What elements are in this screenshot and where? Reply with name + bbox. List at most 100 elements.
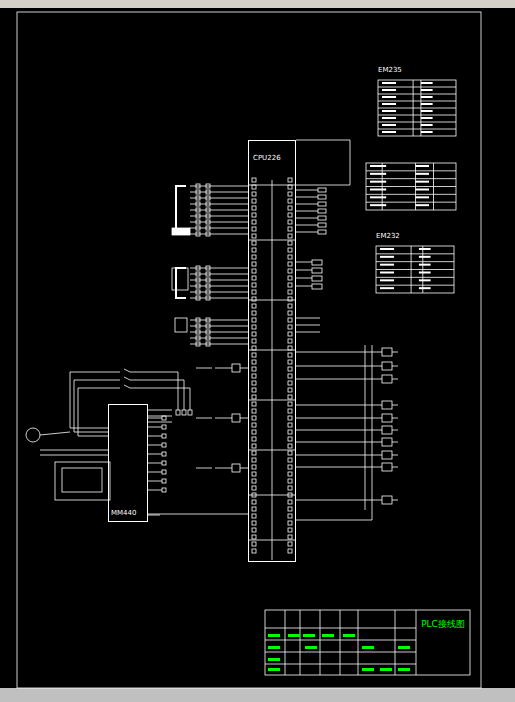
power-line bbox=[178, 372, 179, 410]
terminal bbox=[252, 262, 256, 266]
wire bbox=[40, 455, 108, 456]
terminal bbox=[288, 339, 292, 343]
wire bbox=[392, 352, 398, 353]
breaker-contact bbox=[124, 369, 130, 372]
parameter-table bbox=[366, 163, 456, 210]
table-line bbox=[366, 170, 456, 171]
table-cell-fill bbox=[416, 181, 430, 183]
terminal bbox=[288, 437, 292, 441]
table-cell-fill bbox=[416, 165, 430, 167]
output-device bbox=[382, 463, 392, 471]
breaker-contact bbox=[124, 385, 130, 388]
title-block-entry bbox=[268, 658, 280, 661]
terminal bbox=[288, 262, 292, 266]
terminal bbox=[252, 290, 256, 294]
terminal bbox=[288, 297, 292, 301]
switch-symbol bbox=[172, 228, 190, 235]
output-device bbox=[382, 451, 392, 459]
terminal bbox=[196, 232, 200, 236]
terminal bbox=[196, 214, 200, 218]
terminal bbox=[196, 196, 200, 200]
input-wire bbox=[190, 274, 248, 275]
motor-line bbox=[40, 432, 70, 435]
brake-resistor bbox=[62, 468, 102, 492]
terminal bbox=[318, 216, 326, 220]
sensor-box bbox=[232, 364, 240, 372]
terminal bbox=[206, 324, 210, 328]
table-cell-fill bbox=[382, 124, 396, 126]
terminal bbox=[206, 342, 210, 346]
module-table: EM232 bbox=[374, 232, 456, 244]
terminal bbox=[252, 360, 256, 364]
terminal bbox=[288, 402, 292, 406]
common-wire bbox=[372, 345, 373, 510]
terminal bbox=[196, 266, 200, 270]
terminal bbox=[288, 381, 292, 385]
terminal bbox=[288, 367, 292, 371]
terminal bbox=[288, 276, 292, 280]
wire bbox=[296, 286, 312, 287]
terminal bbox=[288, 444, 292, 448]
terminal bbox=[252, 486, 256, 490]
title-line bbox=[265, 652, 416, 653]
wire bbox=[296, 218, 318, 219]
terminal bbox=[252, 283, 256, 287]
terminal bbox=[252, 444, 256, 448]
terminal bbox=[312, 284, 322, 289]
terminal bbox=[312, 268, 322, 273]
wire bbox=[296, 325, 320, 326]
input-wire bbox=[190, 268, 248, 269]
table-cell-fill bbox=[380, 248, 394, 250]
power-line bbox=[190, 388, 191, 410]
table-line bbox=[378, 129, 456, 130]
motor-symbol bbox=[26, 428, 40, 442]
input-wire bbox=[190, 280, 248, 281]
table-cell-fill bbox=[419, 248, 431, 250]
output-device bbox=[382, 438, 392, 446]
table-line bbox=[378, 94, 456, 95]
wire bbox=[215, 418, 232, 419]
table-cell-fill bbox=[382, 89, 396, 91]
table-cell-fill bbox=[370, 204, 386, 206]
terminal bbox=[252, 528, 256, 532]
title-block bbox=[265, 610, 470, 675]
terminal bbox=[252, 192, 256, 196]
terminal bbox=[288, 227, 292, 231]
wire bbox=[296, 332, 320, 333]
terminal bbox=[206, 290, 210, 294]
table-cell-fill bbox=[380, 256, 394, 258]
terminal bbox=[312, 276, 322, 281]
wire bbox=[296, 232, 318, 233]
title-line bbox=[265, 628, 416, 629]
wire bbox=[240, 418, 248, 419]
output-wire bbox=[296, 442, 382, 443]
terminal bbox=[252, 206, 256, 210]
table-cell-fill bbox=[382, 110, 396, 112]
terminal bbox=[318, 195, 326, 199]
table-line bbox=[382, 163, 383, 210]
terminal bbox=[252, 500, 256, 504]
title-block-entry bbox=[398, 668, 410, 671]
table-cell-fill bbox=[419, 272, 431, 274]
terminal bbox=[206, 336, 210, 340]
terminal bbox=[252, 458, 256, 462]
terminal bbox=[288, 311, 292, 315]
terminal bbox=[318, 223, 326, 227]
wire bbox=[296, 225, 318, 226]
table-line bbox=[422, 246, 423, 293]
table-cell-fill bbox=[416, 173, 430, 175]
wire bbox=[392, 379, 398, 380]
power-line bbox=[130, 380, 184, 381]
terminal bbox=[288, 500, 292, 504]
wire bbox=[148, 416, 172, 417]
table-cell-fill bbox=[382, 82, 396, 84]
terminal bbox=[252, 220, 256, 224]
terminal bbox=[288, 472, 292, 476]
wire bbox=[196, 468, 212, 469]
terminal bbox=[162, 416, 166, 420]
input-wire bbox=[190, 186, 248, 187]
title-line bbox=[358, 610, 359, 675]
terminal bbox=[288, 465, 292, 469]
wire bbox=[40, 450, 108, 451]
